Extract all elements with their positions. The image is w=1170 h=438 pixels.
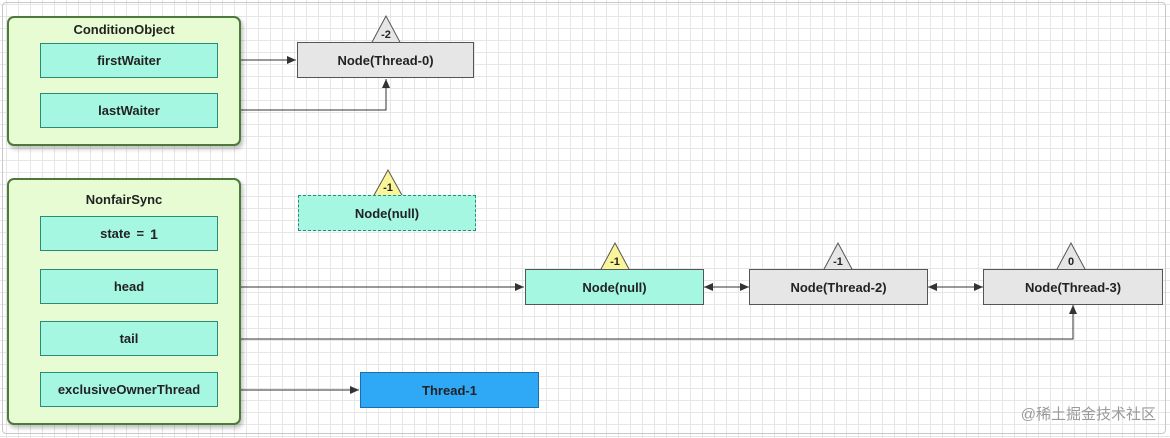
null-head-status-label: -1	[610, 256, 620, 268]
thread3-status-label: 0	[1067, 256, 1075, 268]
state-equals: =	[136, 226, 145, 241]
node-thread-3: Node(Thread-3)	[983, 269, 1163, 305]
watermark-text: @稀土掘金技术社区	[1020, 406, 1156, 423]
state-field: state = 1	[40, 216, 218, 251]
exclusive-owner-thread-field: exclusiveOwnerThread	[40, 372, 218, 407]
thread2-status-label: -1	[833, 256, 843, 268]
owner-thread-box: Thread-1	[360, 372, 539, 408]
tail-field: tail	[40, 321, 218, 356]
node-null-head: Node(null)	[525, 269, 704, 305]
last-waiter-field: lastWaiter	[40, 93, 218, 128]
last-waiter-link	[218, 79, 390, 111]
tail-link	[219, 305, 1077, 343]
node-thread-0: Node(Thread-0)	[297, 42, 474, 78]
node-thread-2: Node(Thread-2)	[749, 269, 928, 305]
nonfair-sync-title: NonfairSync	[85, 192, 163, 207]
state-value: 1	[150, 225, 158, 242]
thread0-status-label: -2	[381, 29, 391, 41]
first-waiter-field: firstWaiter	[40, 43, 218, 78]
condition-object-title: ConditionObject	[73, 22, 175, 37]
state-label: state	[100, 226, 131, 241]
head-field: head	[40, 269, 218, 304]
node-null-removed: Node(null)	[298, 195, 476, 231]
null-removed-status-label: -1	[383, 182, 393, 194]
